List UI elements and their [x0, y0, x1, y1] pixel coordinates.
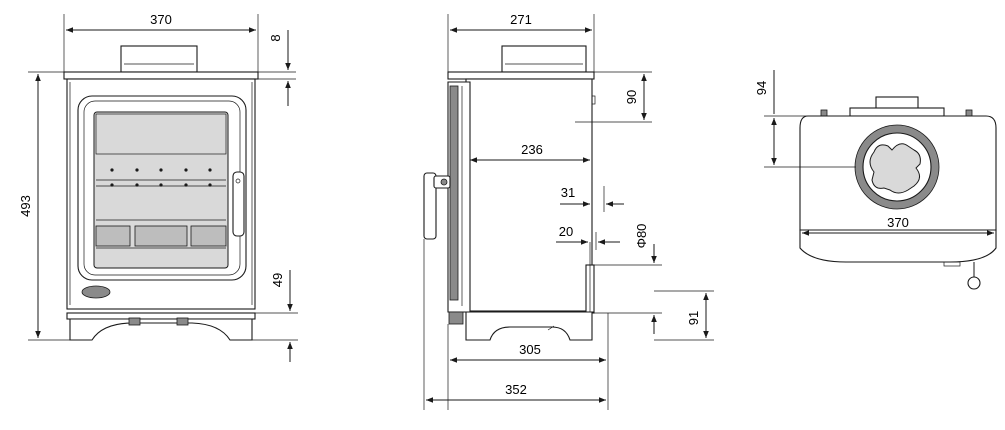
side-base-legs [465, 311, 593, 341]
dim-top-flue-offset: 94 [754, 81, 769, 95]
dim-side-depth-top: 271 [510, 12, 532, 27]
top-flue-spigot [869, 143, 921, 194]
side-flue-collar [501, 45, 587, 73]
top-handle-knob [967, 276, 981, 290]
top-front-edge [799, 229, 997, 263]
dim-air-offset-b: 20 [559, 224, 573, 239]
dim-air-offset-a: 31 [561, 185, 575, 200]
front-flue-collar [120, 45, 198, 73]
front-door-handle [232, 171, 245, 237]
dim-top-plate: 8 [268, 34, 283, 41]
dim-side-inner-depth: 236 [521, 142, 543, 157]
top-rear-collar [875, 96, 919, 110]
front-top-plate [63, 71, 259, 80]
side-view: 271 90 236 31 20 Φ80 91 3 [423, 12, 714, 410]
front-vent-dots [110, 168, 212, 187]
side-top-plate [447, 71, 595, 80]
top-view: 94 370 [754, 70, 997, 290]
front-grate-left [95, 225, 131, 247]
dim-flue-offset: 90 [624, 90, 639, 104]
front-grate-middle [134, 225, 188, 247]
front-base-legs [69, 318, 253, 341]
dim-leg-height: 49 [270, 273, 285, 287]
front-foot-right [176, 317, 189, 326]
side-door-handle [423, 172, 437, 240]
dim-air-inlet-height: 91 [686, 311, 701, 325]
dim-air-inlet-diameter: Φ80 [634, 224, 649, 249]
dim-front-height: 493 [18, 195, 33, 217]
side-body [465, 78, 593, 312]
front-foot-left [128, 317, 141, 326]
front-maker-badge [81, 285, 111, 299]
dim-top-width: 370 [887, 215, 909, 230]
dim-front-width: 370 [150, 12, 172, 27]
dim-side-overall-depth: 352 [505, 382, 527, 397]
dim-side-base-depth: 305 [519, 342, 541, 357]
front-view: 370 8 493 49 [18, 12, 298, 362]
front-grate-right [190, 225, 227, 247]
